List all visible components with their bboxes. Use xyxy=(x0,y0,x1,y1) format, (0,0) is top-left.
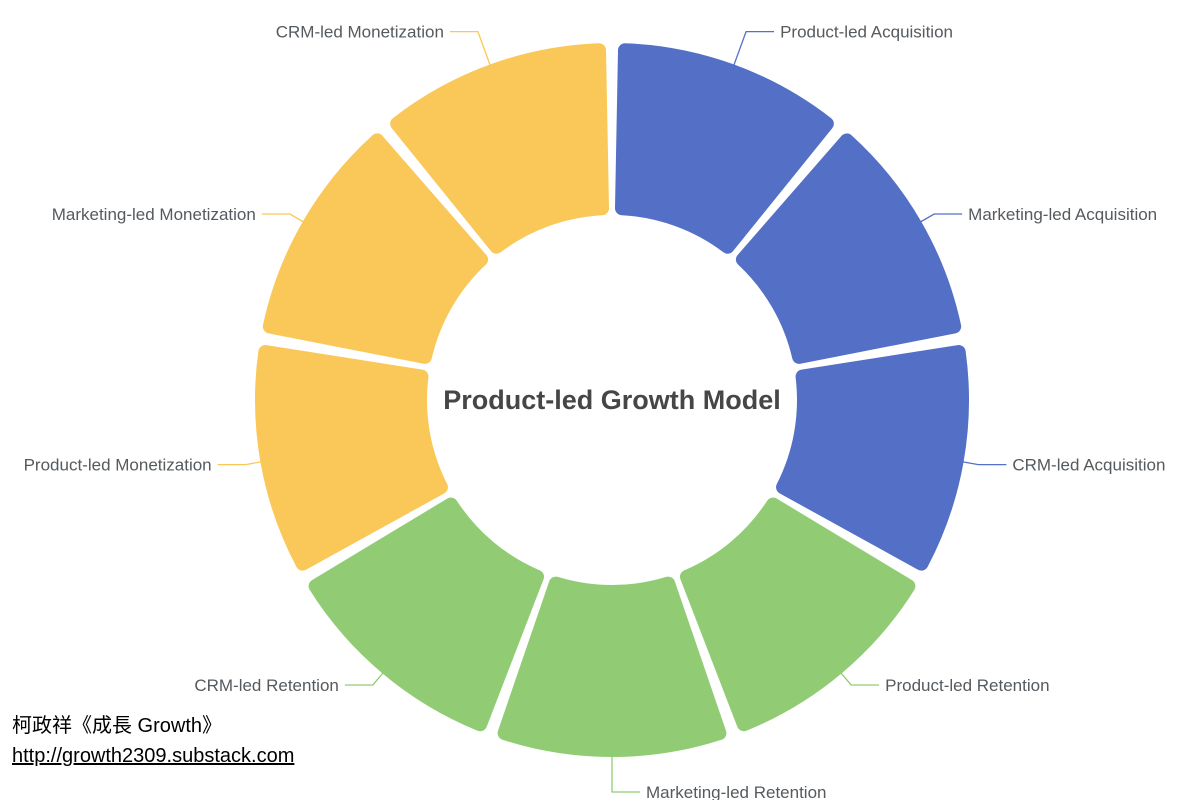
slice-crm-led-acquisition[interactable] xyxy=(776,345,969,571)
author-credit: 柯政祥《成長 Growth》 xyxy=(12,715,223,737)
slice-crm-led-retention[interactable] xyxy=(308,497,545,732)
leader-line-marketing-led-monetization xyxy=(261,213,308,225)
slice-label-product-led-retention: Product-led Retention xyxy=(885,676,1049,695)
leader-lines-group xyxy=(217,30,1007,793)
leader-line-marketing-led-acquisition xyxy=(916,213,963,225)
leader-line-marketing-led-retention xyxy=(611,752,640,793)
leader-line-crm-led-monetization xyxy=(449,30,493,70)
leader-line-product-led-retention xyxy=(837,669,880,686)
slice-label-crm-led-monetization: CRM-led Monetization xyxy=(276,23,444,42)
substack-link[interactable]: http://growth2309.substack.com xyxy=(12,745,295,767)
leader-line-crm-led-acquisition xyxy=(958,460,1007,466)
slice-label-marketing-led-acquisition: Marketing-led Acquisition xyxy=(968,205,1157,224)
slice-label-marketing-led-monetization: Marketing-led Monetization xyxy=(52,205,256,224)
slice-crm-led-monetization[interactable] xyxy=(390,43,610,254)
leader-line-crm-led-retention xyxy=(344,669,387,686)
slice-marketing-led-monetization[interactable] xyxy=(262,133,489,364)
slice-label-product-led-monetization: Product-led Monetization xyxy=(24,456,212,475)
slice-label-product-led-acquisition: Product-led Acquisition xyxy=(780,23,953,42)
slice-product-led-retention[interactable] xyxy=(679,497,916,732)
slice-label-crm-led-retention: CRM-led Retention xyxy=(194,676,339,695)
leader-line-product-led-acquisition xyxy=(731,30,775,70)
leader-line-product-led-monetization xyxy=(217,460,266,466)
slice-product-led-acquisition[interactable] xyxy=(614,43,834,254)
slice-label-marketing-led-retention: Marketing-led Retention xyxy=(646,783,826,800)
slice-marketing-led-retention[interactable] xyxy=(497,576,727,757)
slice-marketing-led-acquisition[interactable] xyxy=(735,133,962,364)
slice-label-crm-led-acquisition: CRM-led Acquisition xyxy=(1012,456,1165,475)
slices-group xyxy=(255,43,969,757)
slice-product-led-monetization[interactable] xyxy=(255,345,448,571)
chart-title: Product-led Growth Model xyxy=(443,385,781,415)
